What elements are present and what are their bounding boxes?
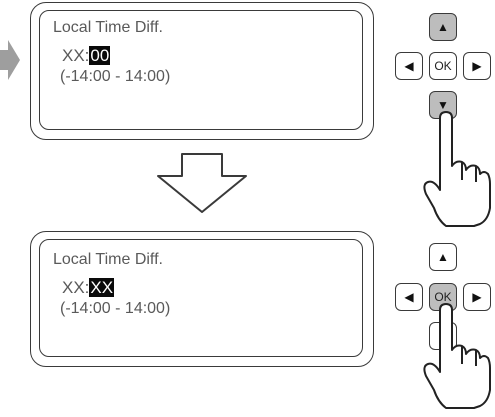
- triangle-down-icon: ▼: [437, 98, 449, 112]
- up-button-step2[interactable]: ▲: [429, 243, 457, 271]
- ok-label-step2: OK: [434, 290, 452, 304]
- pressing-hand-icon: [423, 303, 491, 409]
- left-button-step2[interactable]: ◀: [395, 283, 423, 311]
- next-step-arrow-icon: [157, 153, 247, 213]
- lcd-range-step2: (-14:00 - 14:00): [60, 300, 171, 317]
- lcd-title-step2: Local Time Diff.: [53, 251, 163, 268]
- ok-button-step2[interactable]: OK: [429, 283, 457, 311]
- ok-button-step1[interactable]: OK: [429, 52, 457, 80]
- left-button-step1[interactable]: ◀: [395, 52, 423, 80]
- triangle-up-icon: ▲: [437, 250, 449, 264]
- lcd-value-step2: XX:XX: [62, 278, 115, 298]
- lcd-screen-step1: [39, 10, 363, 130]
- lcd-panel-step1: [30, 2, 374, 140]
- pressing-hand-icon: [423, 111, 491, 227]
- lcd-title-step1: Local Time Diff.: [53, 19, 163, 36]
- lcd-value-highlight: XX: [89, 278, 115, 297]
- lcd-value-step1: XX:00: [62, 46, 111, 66]
- lcd-range-step1: (-14:00 - 14:00): [60, 68, 171, 85]
- lcd-panel-step2: [30, 231, 374, 367]
- right-button-step2[interactable]: ▶: [463, 283, 491, 311]
- triangle-left-icon: ◀: [404, 59, 414, 73]
- up-button-step1[interactable]: ▲: [429, 13, 457, 41]
- step-indicator-arrow-icon: [0, 40, 20, 80]
- ok-label-step1: OK: [434, 59, 452, 73]
- lcd-screen-step2: [39, 239, 363, 357]
- triangle-up-icon: ▲: [437, 20, 449, 34]
- lcd-value-prefix: XX:: [62, 46, 90, 65]
- right-button-step1[interactable]: ▶: [463, 52, 491, 80]
- triangle-left-icon: ◀: [404, 290, 414, 304]
- triangle-right-icon: ▶: [472, 59, 482, 73]
- lcd-value-highlight: 00: [89, 46, 111, 65]
- triangle-right-icon: ▶: [472, 290, 482, 304]
- lcd-value-prefix: XX:: [62, 278, 90, 297]
